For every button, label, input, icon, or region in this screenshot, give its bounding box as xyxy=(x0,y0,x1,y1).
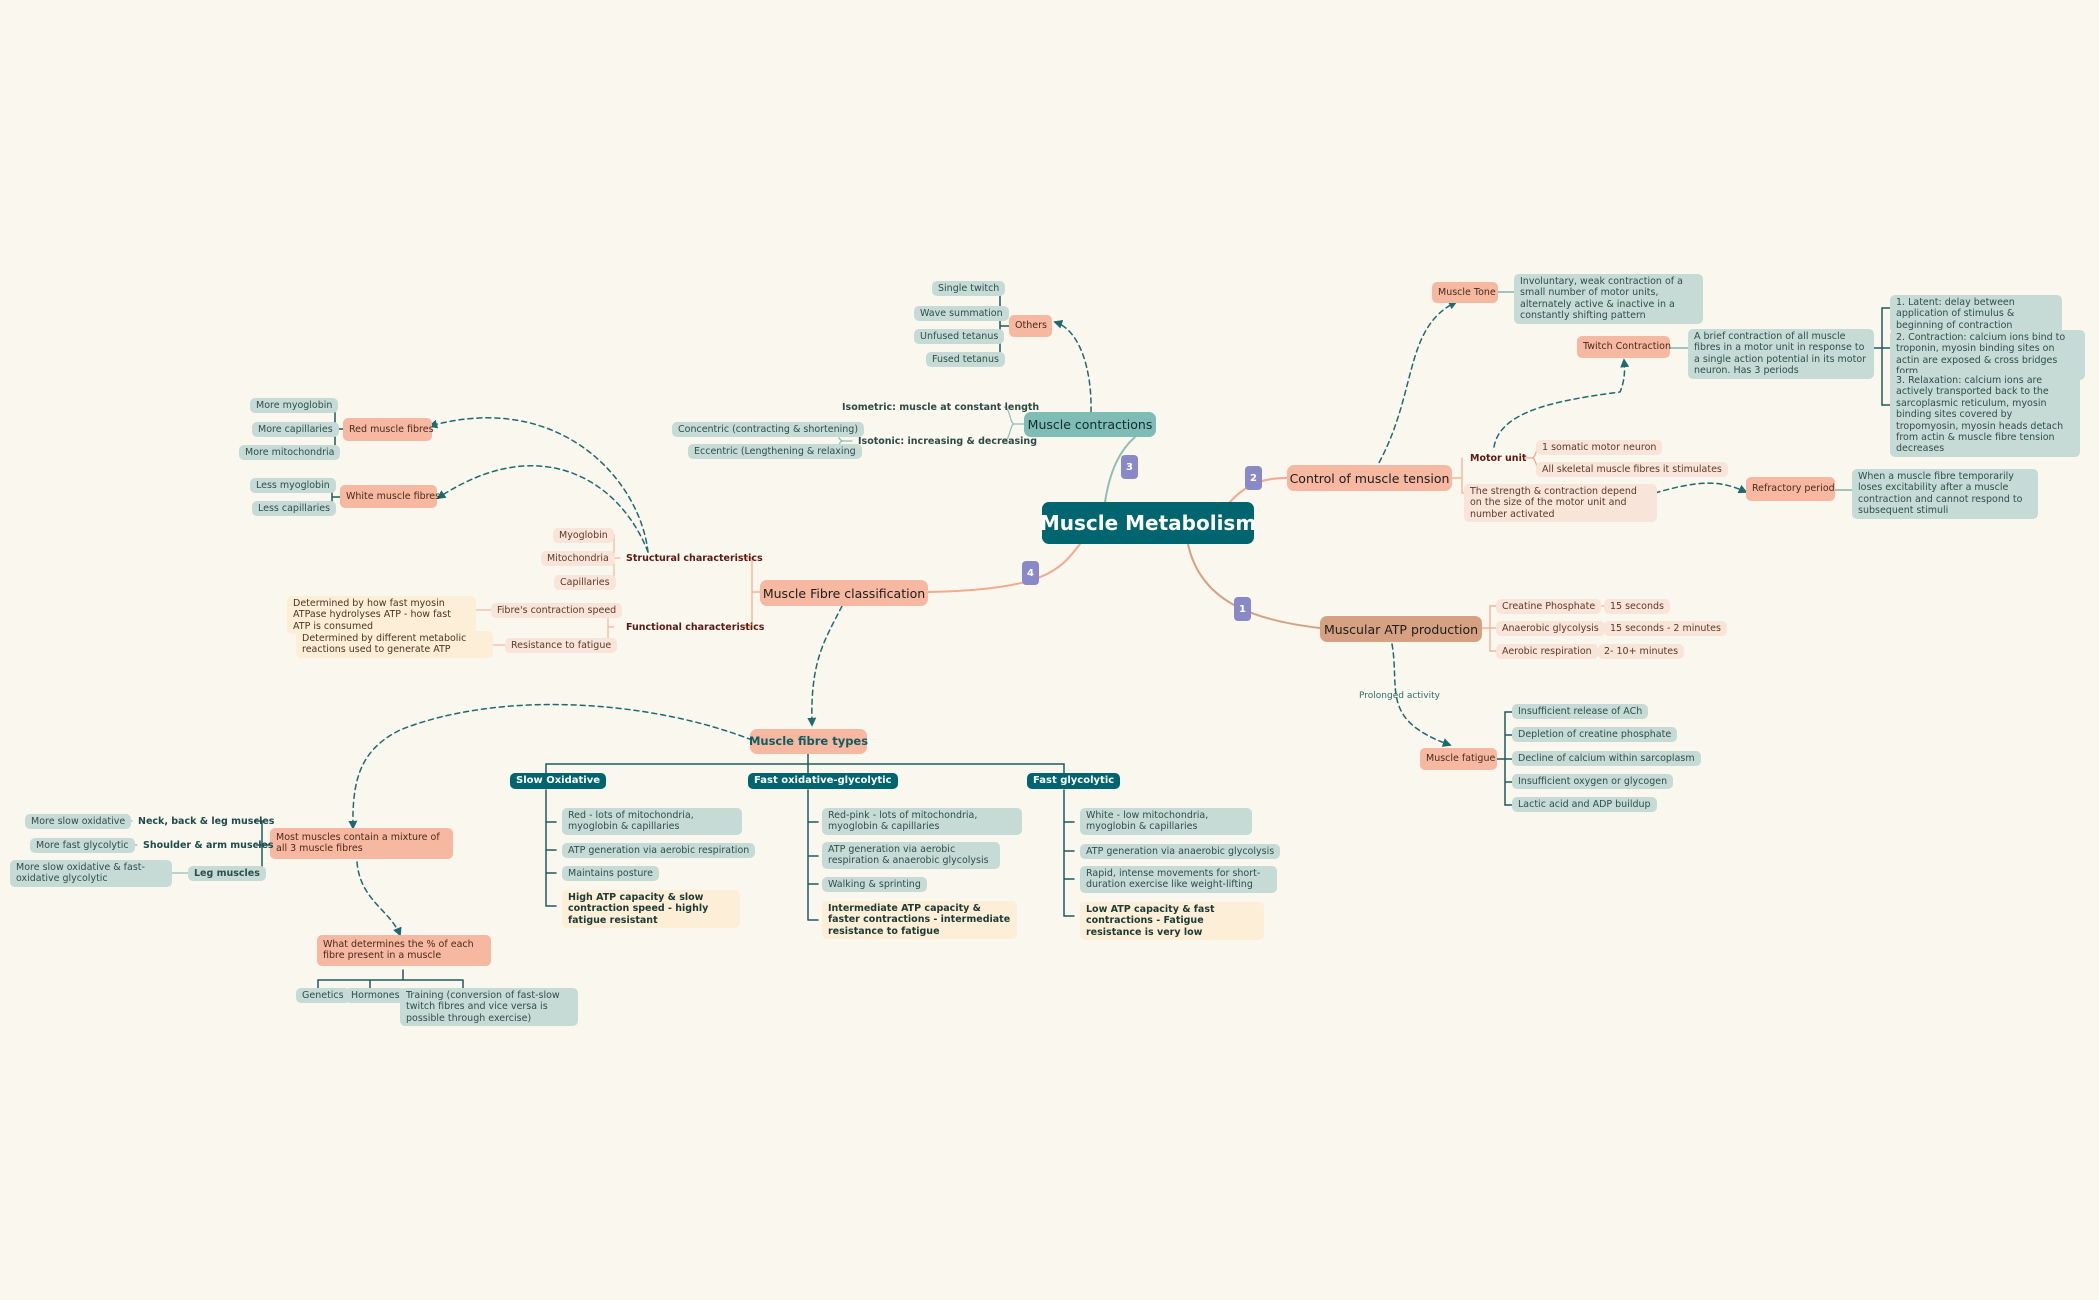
capillaries-node[interactable]: Capillaries xyxy=(554,575,616,591)
branch-badge-3: 3 xyxy=(1121,455,1138,479)
functional-characteristics-node[interactable]: Functional characteristics xyxy=(626,622,765,633)
creatine-phosphate-node[interactable]: Creatine Phosphate xyxy=(1496,599,1602,615)
slow-oxidative-item-1[interactable]: Red - lots of mitochondria, myoglobin & … xyxy=(562,808,742,835)
muscle-fibre-types-node[interactable]: Muscle fibre types xyxy=(749,729,868,754)
muscle-tone-desc: Involuntary, weak contraction of a small… xyxy=(1514,274,1703,324)
refractory-period-node[interactable]: Refractory period xyxy=(1746,477,1835,501)
strength-contraction-node[interactable]: The strength & contraction depend on the… xyxy=(1464,484,1657,523)
more-capillaries-node[interactable]: More capillaries xyxy=(252,422,339,438)
fast-glycolytic-item-2[interactable]: ATP generation via anaerobic glycolysis xyxy=(1080,844,1281,860)
contraction-speed-desc: Determined by how fast myosin ATPase hyd… xyxy=(287,596,476,635)
fast-oxidative-glycolytic-header[interactable]: Fast oxidative-glycolytic xyxy=(748,773,898,789)
somatic-motor-neuron-node[interactable]: 1 somatic motor neuron xyxy=(1536,440,1663,456)
root-node[interactable]: Muscle Metabolism xyxy=(1040,502,1256,544)
prolonged-activity-label: Prolonged activity xyxy=(1359,691,1440,701)
slow-oxidative-item-3[interactable]: Maintains posture xyxy=(562,866,659,882)
fast-glycolytic-item-3[interactable]: Rapid, intense movements for short-durat… xyxy=(1080,866,1277,893)
leg-muscles-node[interactable]: Leg muscles xyxy=(188,866,266,882)
more-mitochondria-node[interactable]: More mitochondria xyxy=(239,445,341,461)
fatigue-ach-node[interactable]: Insufficient release of ACh xyxy=(1512,704,1649,720)
white-muscle-fibres-node[interactable]: White muscle fibres xyxy=(340,485,440,508)
twitch-contraction-node[interactable]: Twitch Contraction xyxy=(1577,336,1671,358)
anaerobic-glycolysis-time: 15 seconds - 2 minutes xyxy=(1604,621,1727,637)
branch-badge-1: 1 xyxy=(1234,597,1251,621)
fog-item-1[interactable]: Red-pink - lots of mitochondria, myoglob… xyxy=(822,808,1022,835)
wave-summation-node[interactable]: Wave summation xyxy=(914,306,1009,322)
fatigue-lactic-node[interactable]: Lactic acid and ADP buildup xyxy=(1512,797,1657,813)
mixture-node[interactable]: Most muscles contain a mixture of all 3 … xyxy=(270,828,453,859)
others-node[interactable]: Others xyxy=(1009,315,1052,337)
aerobic-respiration-node[interactable]: Aerobic respiration xyxy=(1496,644,1598,660)
shoulder-arm-desc: More fast glycolytic xyxy=(30,838,135,854)
more-myoglobin-node[interactable]: More myoglobin xyxy=(250,398,339,414)
fog-summary[interactable]: Intermediate ATP capacity & faster contr… xyxy=(822,901,1017,940)
neck-back-leg-desc: More slow oxidative xyxy=(25,814,132,830)
latent-period-node[interactable]: 1. Latent: delay between application of … xyxy=(1890,295,2062,334)
determines-node[interactable]: What determines the % of each fibre pres… xyxy=(317,935,491,966)
slow-oxidative-item-2[interactable]: ATP generation via aerobic respiration xyxy=(562,843,756,859)
single-twitch-node[interactable]: Single twitch xyxy=(932,281,1006,297)
control-muscle-tension-node[interactable]: Control of muscle tension xyxy=(1287,465,1452,491)
hormones-node[interactable]: Hormones xyxy=(345,988,406,1004)
eccentric-node[interactable]: Eccentric (Lengthening & relaxing xyxy=(688,444,862,460)
resistance-fatigue-node[interactable]: Resistance to fatigue xyxy=(505,638,618,654)
isotonic-node[interactable]: Isotonic: increasing & decreasing xyxy=(858,436,1037,447)
leg-muscles-desc: More slow oxidative & fast-oxidative gly… xyxy=(10,860,172,887)
twitch-contraction-desc: A brief contraction of all muscle fibres… xyxy=(1688,329,1874,379)
creatine-phosphate-time: 15 seconds xyxy=(1604,599,1670,615)
fast-glycolytic-summary[interactable]: Low ATP capacity & fast contractions - F… xyxy=(1080,902,1264,941)
relaxation-period-node[interactable]: 3. Relaxation: calcium ions are actively… xyxy=(1890,373,2080,457)
fatigue-creatine-node[interactable]: Depletion of creatine phosphate xyxy=(1512,727,1678,743)
contraction-period-node[interactable]: 2. Contraction: calcium ions bind to tro… xyxy=(1890,330,2085,380)
muscular-atp-production-node[interactable]: Muscular ATP production xyxy=(1320,616,1482,642)
refractory-period-desc: When a muscle fibre temporarily loses ex… xyxy=(1852,469,2038,519)
slow-oxidative-summary[interactable]: High ATP capacity & slow contraction spe… xyxy=(562,890,740,929)
muscle-contractions-node[interactable]: Muscle contractions xyxy=(1024,412,1156,437)
muscle-fatigue-node[interactable]: Muscle fatigue xyxy=(1420,748,1497,770)
training-node[interactable]: Training (conversion of fast-slow twitch… xyxy=(400,988,578,1027)
neck-back-leg-node[interactable]: Neck, back & leg muscles xyxy=(138,816,275,827)
fatigue-calcium-node[interactable]: Decline of calcium within sarcoplasm xyxy=(1512,751,1701,767)
motor-unit-node[interactable]: Motor unit xyxy=(1470,453,1527,464)
isometric-node[interactable]: Isometric: muscle at constant length xyxy=(842,402,1040,413)
branch-badge-2: 2 xyxy=(1245,466,1262,490)
slow-oxidative-header[interactable]: Slow Oxidative xyxy=(510,773,607,789)
muscle-fibre-classification-node[interactable]: Muscle Fibre classification xyxy=(760,580,928,606)
muscle-tone-node[interactable]: Muscle Tone xyxy=(1432,282,1498,303)
less-capillaries-node[interactable]: Less capillaries xyxy=(252,501,337,517)
aerobic-respiration-time: 2- 10+ minutes xyxy=(1598,644,1685,660)
mitochondria-node[interactable]: Mitochondria xyxy=(541,551,615,567)
red-muscle-fibres-node[interactable]: Red muscle fibres xyxy=(343,418,434,441)
contraction-speed-node[interactable]: Fibre's contraction speed xyxy=(491,603,623,619)
fast-glycolytic-header[interactable]: Fast glycolytic xyxy=(1027,773,1121,789)
fog-item-2[interactable]: ATP generation via aerobic respiration &… xyxy=(822,842,1000,869)
fast-glycolytic-item-1[interactable]: White - low mitochondria, myoglobin & ca… xyxy=(1080,808,1252,835)
myoglobin-node[interactable]: Myoglobin xyxy=(553,528,614,544)
fatigue-oxygen-node[interactable]: Insufficient oxygen or glycogen xyxy=(1512,774,1674,790)
less-myoglobin-node[interactable]: Less myoglobin xyxy=(250,478,336,494)
resistance-fatigue-desc: Determined by different metabolic reacti… xyxy=(296,631,493,658)
unfused-tetanus-node[interactable]: Unfused tetanus xyxy=(914,329,1005,345)
genetics-node[interactable]: Genetics xyxy=(296,988,350,1004)
anaerobic-glycolysis-node[interactable]: Anaerobic glycolysis xyxy=(1496,621,1605,637)
skeletal-fibres-node[interactable]: All skeletal muscle fibres it stimulates xyxy=(1536,462,1728,478)
branch-badge-4: 4 xyxy=(1022,561,1039,585)
shoulder-arm-node[interactable]: Shoulder & arm muscles xyxy=(143,840,274,851)
structural-characteristics-node[interactable]: Structural characteristics xyxy=(626,553,763,564)
fused-tetanus-node[interactable]: Fused tetanus xyxy=(926,352,1005,368)
concentric-node[interactable]: Concentric (contracting & shortening) xyxy=(672,422,865,438)
fog-item-3[interactable]: Walking & sprinting xyxy=(822,877,927,893)
